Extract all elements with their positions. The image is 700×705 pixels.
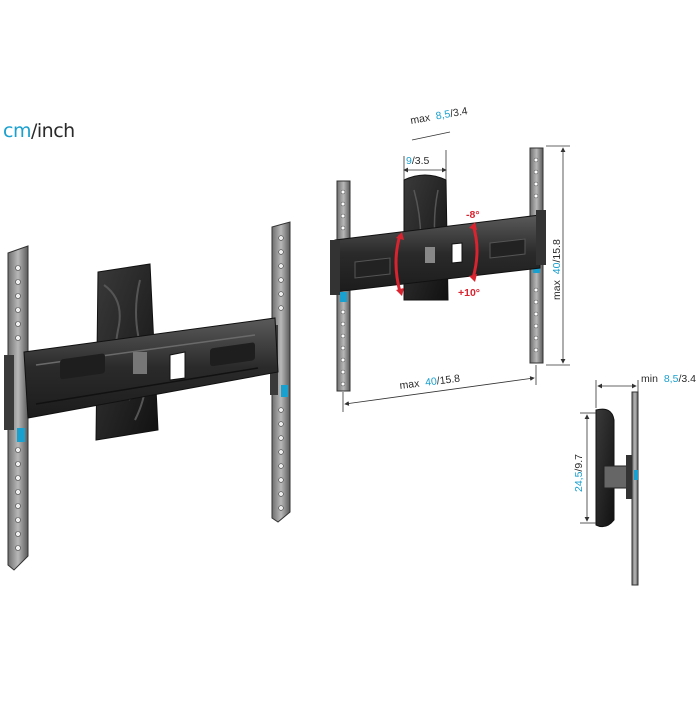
pivot-bolt <box>133 352 147 374</box>
side-height-cm: 24,5 <box>573 471 585 492</box>
unit-legend: cm/inch <box>3 120 75 142</box>
unit-separator: / <box>30 120 37 142</box>
arm-width-cm: 9 <box>406 155 412 167</box>
crossbar-cutout <box>169 351 186 381</box>
height-max-inch: 15.8 <box>551 239 563 260</box>
svg-text:max 40/15.8: max 40/15.8 <box>551 239 563 300</box>
width-max-inch: 15.8 <box>439 373 461 387</box>
unit-cm: cm <box>3 120 31 142</box>
height-max-prefix: max <box>551 279 563 300</box>
arm-width-inch: 3.5 <box>415 155 430 167</box>
depth-min-inch: 3.4 <box>681 373 696 385</box>
mount-perspective-view <box>4 221 291 571</box>
svg-text:24,5/9.7: 24,5/9.7 <box>573 454 585 492</box>
unit-inch: inch <box>36 120 75 142</box>
svg-text:9/3.5: 9/3.5 <box>406 155 430 167</box>
depth-min-prefix: min <box>641 373 658 385</box>
side-height-dimension: 24,5/9.7 <box>573 412 596 524</box>
tilt-up-label: +10° <box>458 287 480 299</box>
svg-text:min 8,5/3.4: min 8,5/3.4 <box>641 373 696 385</box>
side-height-inch: 9.7 <box>573 454 585 469</box>
depth-max-prefix: max <box>409 112 431 127</box>
right-lock-tab <box>281 385 288 397</box>
tilt-arc-left <box>394 234 402 293</box>
depth-max-dimension: max 8,5/3.4 9/3.5 <box>403 105 469 180</box>
height-max-dimension: max 40/15.8 <box>546 145 570 366</box>
side-arm <box>603 465 629 489</box>
left-lock-tab <box>17 428 25 442</box>
front-left-lock-tab <box>340 292 347 302</box>
mount-side-view: min 8,5/3.4 24,5/9.7 <box>573 373 696 586</box>
right-rail-holes <box>278 235 284 511</box>
depth-min-cm: 8,5 <box>664 373 679 385</box>
width-max-prefix: max <box>399 378 421 392</box>
height-max-cm: 40 <box>551 262 563 274</box>
left-rail-clamp <box>4 355 14 430</box>
depth-max-inch: 3.4 <box>452 105 469 119</box>
crossbar <box>23 317 279 419</box>
width-max-cm: 40 <box>424 375 437 388</box>
crossbar-slot-right <box>210 342 255 367</box>
tilt-down-label: -8° <box>466 209 480 221</box>
svg-text:max 8,5/3.4: max 8,5/3.4 <box>409 105 468 127</box>
svg-text:max 40/15.8: max 40/15.8 <box>399 373 461 392</box>
depth-min-dimension: min 8,5/3.4 <box>595 373 696 408</box>
right-rail <box>271 221 291 523</box>
left-rail-holes <box>15 265 21 551</box>
left-rail <box>7 245 29 571</box>
mount-front-view: -8° +10° max 8,5/3.4 9/3.5 <box>330 105 570 412</box>
width-max-dimension: max 40/15.8 <box>342 365 537 412</box>
side-tv-rail <box>631 391 639 586</box>
crossbar-slot-left <box>60 353 105 380</box>
depth-max-cm: 8,5 <box>435 108 452 122</box>
